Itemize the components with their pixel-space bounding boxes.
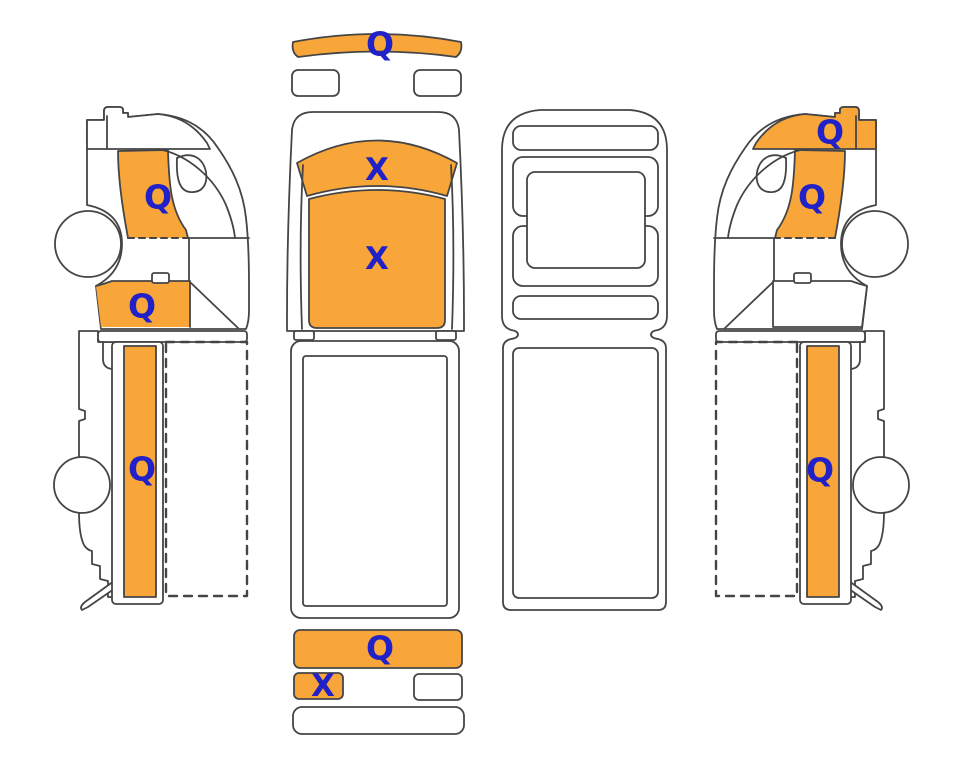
damage-code-tailgate: Q <box>366 629 394 668</box>
windshield-top <box>512 125 659 151</box>
door-handle <box>793 272 812 284</box>
damage-code-left-bed-side: Q <box>128 450 156 489</box>
damage-code-left-lower-panel: Q <box>128 287 156 326</box>
mudflap-blade <box>80 580 115 611</box>
left-headlight <box>291 69 340 97</box>
a-pillar-line <box>157 148 236 239</box>
bed-headboard <box>97 330 248 343</box>
right-headlight <box>413 69 462 97</box>
cab-rear-step-line <box>190 282 239 329</box>
bed-front-step <box>850 341 861 370</box>
door-panel <box>775 150 845 238</box>
right-side-view <box>713 106 910 611</box>
bed-hidden-outline <box>164 340 249 598</box>
damage-code-right-door: Q <box>798 178 826 217</box>
vent-window <box>755 154 788 193</box>
rear-wheel <box>852 456 910 514</box>
roof-center-panel <box>526 171 646 269</box>
rear-window-bar <box>512 295 659 320</box>
damage-code-front-panel: X <box>365 241 389 277</box>
cab-rear-step-line <box>724 282 773 329</box>
damage-code-windshield: X <box>365 152 389 188</box>
door-panel <box>118 150 188 238</box>
roof-rail-panel <box>86 106 211 150</box>
a-pillar-line <box>727 148 806 239</box>
tailgate <box>293 629 463 669</box>
bed-front-inner <box>302 355 448 607</box>
rear-wheel <box>53 456 111 514</box>
lower-fender-panel <box>772 280 868 328</box>
front-view <box>286 33 465 735</box>
front-panel <box>308 189 446 329</box>
front-wheel <box>841 210 909 278</box>
bed-headboard <box>715 330 866 343</box>
windshield <box>296 139 458 197</box>
rear-bumper <box>292 706 465 735</box>
right-pillar-line <box>450 164 455 330</box>
lower-fender-edge <box>95 280 191 328</box>
door-handle <box>151 272 170 284</box>
bed-side-panel <box>123 345 157 598</box>
right-taillight <box>413 673 463 701</box>
top-view <box>501 109 668 611</box>
front-wheel <box>54 210 122 278</box>
bed-front-step <box>102 341 113 370</box>
door-edge <box>774 149 846 239</box>
damage-code-left-door: Q <box>144 178 172 217</box>
left-taillight <box>293 672 344 700</box>
front-bumper <box>291 33 463 58</box>
bed-top-inner <box>512 347 659 599</box>
bed-side-panel <box>806 345 840 598</box>
damage-code-right-roof-rail: Q <box>816 113 844 152</box>
door-edge <box>117 149 189 239</box>
vent-window <box>175 154 208 193</box>
roof-rail-panel <box>752 106 877 150</box>
cab-right-corner-tab <box>435 330 457 341</box>
mudflap-blade <box>848 580 883 611</box>
left-side-view <box>53 106 250 611</box>
damage-code-right-bed-side: Q <box>806 451 834 490</box>
lower-fender-panel <box>96 281 190 327</box>
damage-code-front-bumper: Q <box>366 25 394 64</box>
bed-hidden-outline <box>714 340 799 598</box>
cab-left-corner-tab <box>293 330 315 341</box>
damage-code-left-taillight: X <box>311 668 335 704</box>
left-pillar-line <box>299 164 304 330</box>
